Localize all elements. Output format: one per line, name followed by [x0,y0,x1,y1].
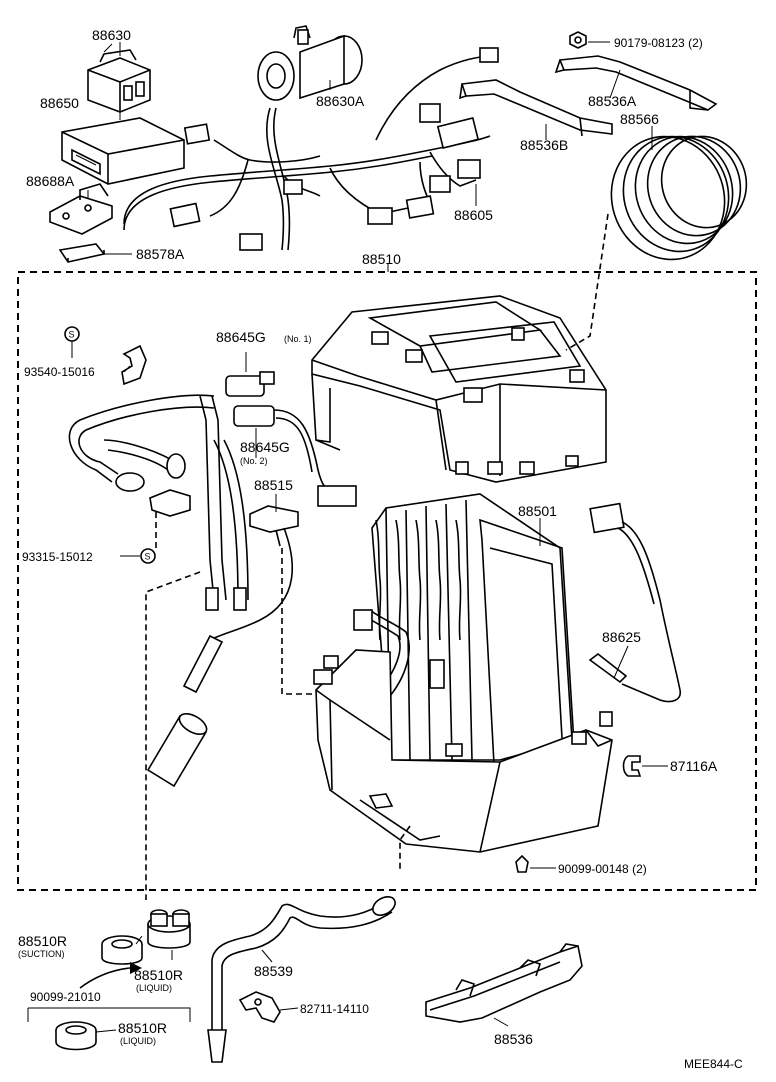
thermistor-88515 [182,505,341,695]
label-88510R-liquid: 88510R [134,967,183,983]
label-88645G-2: 88645G [240,439,290,455]
clamp-82711 [238,991,281,1023]
part-labels: 88630 88650 88688A 88578A 88630A 90179-0… [18,27,743,1071]
leader-drain [399,825,411,872]
label-88510R-liquid-2: 88510R [118,1020,167,1036]
label-88630A: 88630A [316,93,365,109]
wire-harness [123,47,499,251]
label-88510R-suction: 88510R [18,933,67,949]
label-88515: 88515 [254,477,293,493]
label-90099-21010: 90099-21010 [30,990,101,1004]
label-88510R-liquid-note: (LIQUID) [136,983,172,993]
label-88501: 88501 [518,503,557,519]
label-88510R-liquid-2-note: (LIQUID) [120,1036,156,1046]
leader-pipes [145,571,201,900]
nut-90179 [569,31,587,49]
label-82711: 82711-14110 [300,1002,369,1016]
relay-88630 [87,43,151,113]
label-88688A: 88688A [26,173,75,189]
hose-88566 [610,135,748,261]
label-88510R-suction-note: (SUCTION) [18,949,65,959]
label-88605: 88605 [454,207,493,223]
diagram-code: MEE844-C [684,1057,743,1071]
label-93540: 93540-15016 [24,365,95,379]
clip-93315: S [140,489,191,564]
label-88625: 88625 [602,629,641,645]
clip-87116A [622,755,668,777]
upper-case [311,295,607,483]
label-88536: 88536 [494,1031,533,1047]
leader-88566-to-case [565,213,609,351]
bracket-88688A [49,183,113,235]
grommet-liquid-2 [55,1021,97,1051]
bracket-88536 [425,943,583,1023]
label-88536A: 88536A [588,93,637,109]
refrigerant-pipes [68,394,249,611]
assembly-boundary [17,271,757,891]
label-88510: 88510 [362,251,401,267]
arrow-90099-21010 [27,962,191,1022]
evaporator-88501 [353,493,575,766]
label-90179: 90179-08123 (2) [614,36,703,50]
screw-90099-00148 [515,854,556,873]
label-87116A: 87116A [670,758,718,774]
insulator-tube [146,712,208,788]
drain-hose-88539 [207,896,396,1063]
label-88539: 88539 [254,963,293,979]
label-88536B: 88536B [520,137,568,153]
label-88578A: 88578A [136,246,185,262]
bracket-88536A [554,55,718,111]
amplifier-88650 [61,117,185,185]
s-marker-1: S [69,330,75,340]
lower-case [313,649,613,853]
label-90099-00148: 90099-00148 (2) [558,862,647,876]
pressure-switch-no1 [225,352,275,397]
label-88566: 88566 [620,111,659,127]
pad-88578A [58,243,106,263]
label-93315: 93315-15012 [22,550,93,564]
label-88630: 88630 [92,27,131,43]
sensor-88625 [588,502,682,703]
label-88645G-1-note: (No. 1) [284,334,312,344]
grommet-suction [101,935,143,965]
label-88650: 88650 [40,95,79,111]
label-88645G-1: 88645G [216,329,266,345]
bracket-88536B [459,79,613,137]
grommet-liquid-1 [147,909,191,949]
clamp-93540: S [64,326,147,386]
leader-lines [71,41,653,1033]
label-88645G-2-note: (No. 2) [240,456,268,466]
switch-88630A [257,25,363,101]
s-marker-2: S [145,552,151,562]
pressure-switch-no2 [233,405,357,507]
